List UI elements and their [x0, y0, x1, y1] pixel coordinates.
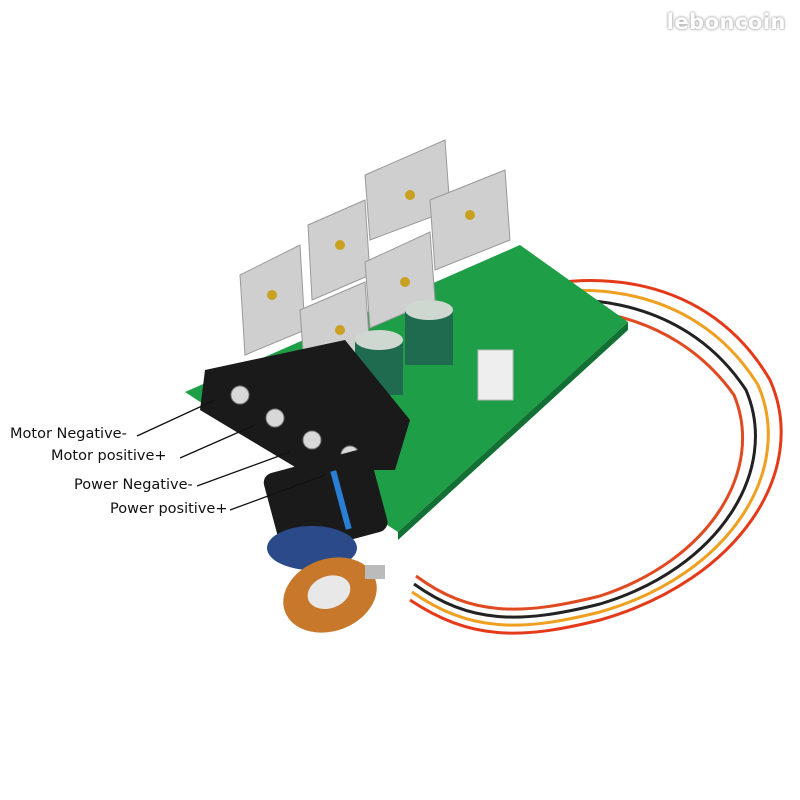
speed-knob: [263, 449, 388, 570]
label-power-positive: Power positive+: [110, 501, 228, 517]
leader-lines: [136, 399, 326, 511]
potentiometer: [283, 557, 385, 633]
wire-connector: [477, 349, 514, 401]
leboncoin-watermark: leboncoin: [666, 10, 786, 34]
terminal-block: [200, 340, 410, 470]
label-motor-positive: Motor positive+: [51, 448, 167, 464]
capacitors: [355, 300, 453, 395]
terminal-screws: [230, 385, 360, 465]
label-motor-negative: Motor Negative-: [10, 426, 127, 442]
label-power-negative: Power Negative-: [74, 477, 193, 493]
